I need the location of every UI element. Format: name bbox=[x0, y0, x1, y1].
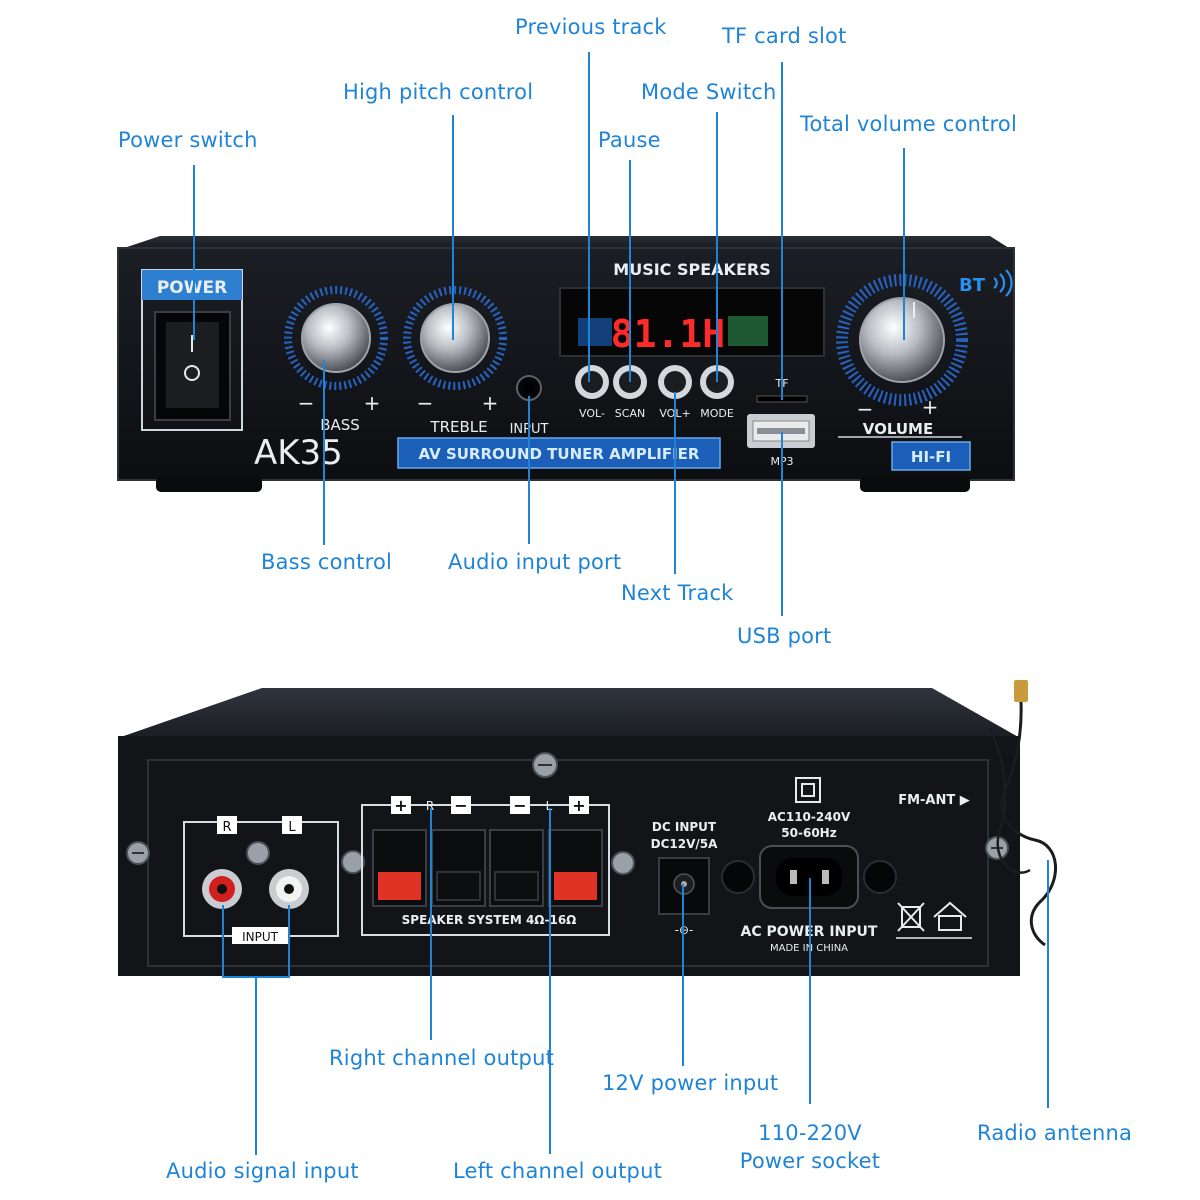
spk-r-label: R bbox=[426, 799, 434, 813]
fm-antenna-wire[interactable] bbox=[988, 680, 1057, 947]
dc-input-label: DC INPUT bbox=[652, 820, 717, 834]
weee-icon bbox=[897, 902, 925, 932]
banner bbox=[397, 437, 721, 469]
rca-r-label: R bbox=[222, 820, 231, 835]
rear-panel: R L INPUT + − − + R L SPEAKER SYSTEM 4Ω-… bbox=[118, 680, 1057, 976]
volume-label: VOLUME bbox=[863, 420, 933, 438]
lead-rca-l bbox=[288, 905, 290, 977]
speaker-system-label: SPEAKER SYSTEM 4Ω-16Ω bbox=[402, 913, 577, 927]
callout-previous-track: Previous track bbox=[515, 15, 667, 39]
indoor-use-icon bbox=[933, 901, 967, 931]
lead-previous-track bbox=[588, 52, 590, 382]
callout-bass-control: Bass control bbox=[261, 550, 393, 574]
bt-icon bbox=[993, 269, 1013, 297]
rca-input-label: INPUT bbox=[242, 930, 279, 944]
lead-bass bbox=[323, 360, 325, 545]
callout-total-volume-control: Total volume control bbox=[800, 112, 1017, 136]
bass-label: BASS bbox=[320, 416, 360, 434]
bt-label: BT bbox=[959, 275, 986, 296]
callout-tf-card-slot: TF card slot bbox=[722, 24, 847, 48]
lead-12v bbox=[682, 884, 684, 1066]
hifi-label: HI-FI bbox=[911, 448, 951, 466]
banner-text: AV SURROUND TUNER AMPLIFIER bbox=[419, 445, 700, 463]
button-label-scan: SCAN bbox=[615, 407, 645, 420]
power-switch[interactable]: POWER bbox=[141, 269, 243, 431]
ac-voltage-label: AC110-240V bbox=[768, 810, 851, 824]
treble-minus: − bbox=[417, 391, 434, 415]
treble-label: TREBLE bbox=[429, 418, 487, 436]
dc-power-jack[interactable] bbox=[658, 857, 710, 915]
lead-power-socket bbox=[809, 878, 811, 1104]
lead-next-track bbox=[674, 392, 676, 574]
aux-input-jack[interactable] bbox=[516, 375, 542, 401]
mode-button[interactable] bbox=[700, 365, 734, 399]
lead-tf-card bbox=[781, 62, 783, 400]
vol-minus-button[interactable] bbox=[575, 365, 609, 399]
lead-audio-signal bbox=[255, 977, 257, 1155]
callout-usb-port: USB port bbox=[737, 624, 832, 648]
callout-next-track: Next Track bbox=[621, 581, 734, 605]
spk-r-minus: − bbox=[454, 796, 467, 815]
button-label-vol-minus: VOL- bbox=[579, 407, 605, 420]
callout-audio-signal-input: Audio signal input bbox=[166, 1159, 359, 1183]
treble-plus: + bbox=[482, 391, 499, 415]
rca-left-jack[interactable] bbox=[269, 869, 309, 909]
lead-mode-switch bbox=[716, 112, 718, 382]
model-label: AK35 bbox=[254, 433, 343, 473]
rca-right-jack[interactable] bbox=[202, 869, 242, 909]
volume-knob[interactable] bbox=[836, 274, 968, 406]
ac-power-socket[interactable] bbox=[759, 845, 859, 909]
callout-power-socket: 110-220V Power socket bbox=[735, 1119, 885, 1175]
callout-radio-antenna: Radio antenna bbox=[977, 1121, 1133, 1145]
callout-power-switch: Power switch bbox=[118, 128, 258, 152]
callout-mode-switch: Mode Switch bbox=[641, 80, 777, 104]
fm-ant-label: FM-ANT ▶ bbox=[898, 793, 970, 808]
spk-l-minus: − bbox=[513, 796, 526, 815]
double-insulation-icon bbox=[795, 777, 821, 803]
display-readout: 81.1H bbox=[611, 312, 725, 356]
lead-right-channel bbox=[430, 808, 432, 1040]
lead-total-volume bbox=[903, 148, 905, 340]
music-speakers-label: MUSIC SPEAKERS bbox=[613, 260, 770, 279]
lead-rca-r bbox=[222, 905, 224, 977]
dc-rating-label: DC12V/5A bbox=[651, 837, 718, 851]
volume-minus: − bbox=[857, 397, 874, 421]
usb-port[interactable] bbox=[747, 414, 815, 448]
lead-usb bbox=[781, 432, 783, 616]
lead-pause bbox=[629, 160, 631, 382]
callout-12v-power-input: 12V power input bbox=[602, 1071, 779, 1095]
button-label-mode: MODE bbox=[700, 407, 734, 420]
callout-right-channel-output: Right channel output bbox=[329, 1046, 555, 1070]
bass-knob[interactable] bbox=[284, 286, 388, 390]
left-speaker-terminals[interactable] bbox=[489, 829, 603, 907]
spk-r-plus: + bbox=[394, 796, 407, 815]
vol-plus-button[interactable] bbox=[658, 365, 692, 399]
ac-frequency-label: 50-60Hz bbox=[781, 826, 836, 840]
callout-high-pitch-control: High pitch control bbox=[343, 80, 534, 104]
dc-polarity-symbol: -⊖- bbox=[675, 923, 694, 937]
right-speaker-terminals[interactable] bbox=[372, 829, 486, 907]
hifi-badge bbox=[891, 441, 971, 471]
spk-l-plus: + bbox=[572, 796, 585, 815]
rca-l-label: L bbox=[288, 820, 296, 835]
callout-power-socket-line2: Power socket bbox=[739, 1149, 881, 1173]
lead-left-channel bbox=[549, 808, 551, 1154]
front-panel: POWER − + BASS − + TREBLE INPUT MUSIC SP… bbox=[117, 236, 1015, 492]
lead-power-switch bbox=[193, 165, 195, 340]
treble-knob[interactable] bbox=[403, 286, 507, 390]
volume-plus: + bbox=[922, 395, 939, 419]
bass-plus: + bbox=[364, 391, 381, 415]
spk-l-label: L bbox=[546, 799, 553, 813]
callout-power-socket-line1: 110-220V bbox=[758, 1121, 862, 1145]
lead-audio-input bbox=[528, 396, 530, 544]
callout-audio-input-port: Audio input port bbox=[448, 550, 622, 574]
bass-minus: − bbox=[298, 391, 315, 415]
lead-radio-antenna bbox=[1047, 860, 1049, 1108]
lead-high-pitch bbox=[452, 115, 454, 340]
scan-button[interactable] bbox=[613, 365, 647, 399]
callout-left-channel-output: Left channel output bbox=[453, 1159, 663, 1183]
callout-pause: Pause bbox=[598, 128, 661, 152]
power-label: POWER bbox=[157, 278, 227, 298]
